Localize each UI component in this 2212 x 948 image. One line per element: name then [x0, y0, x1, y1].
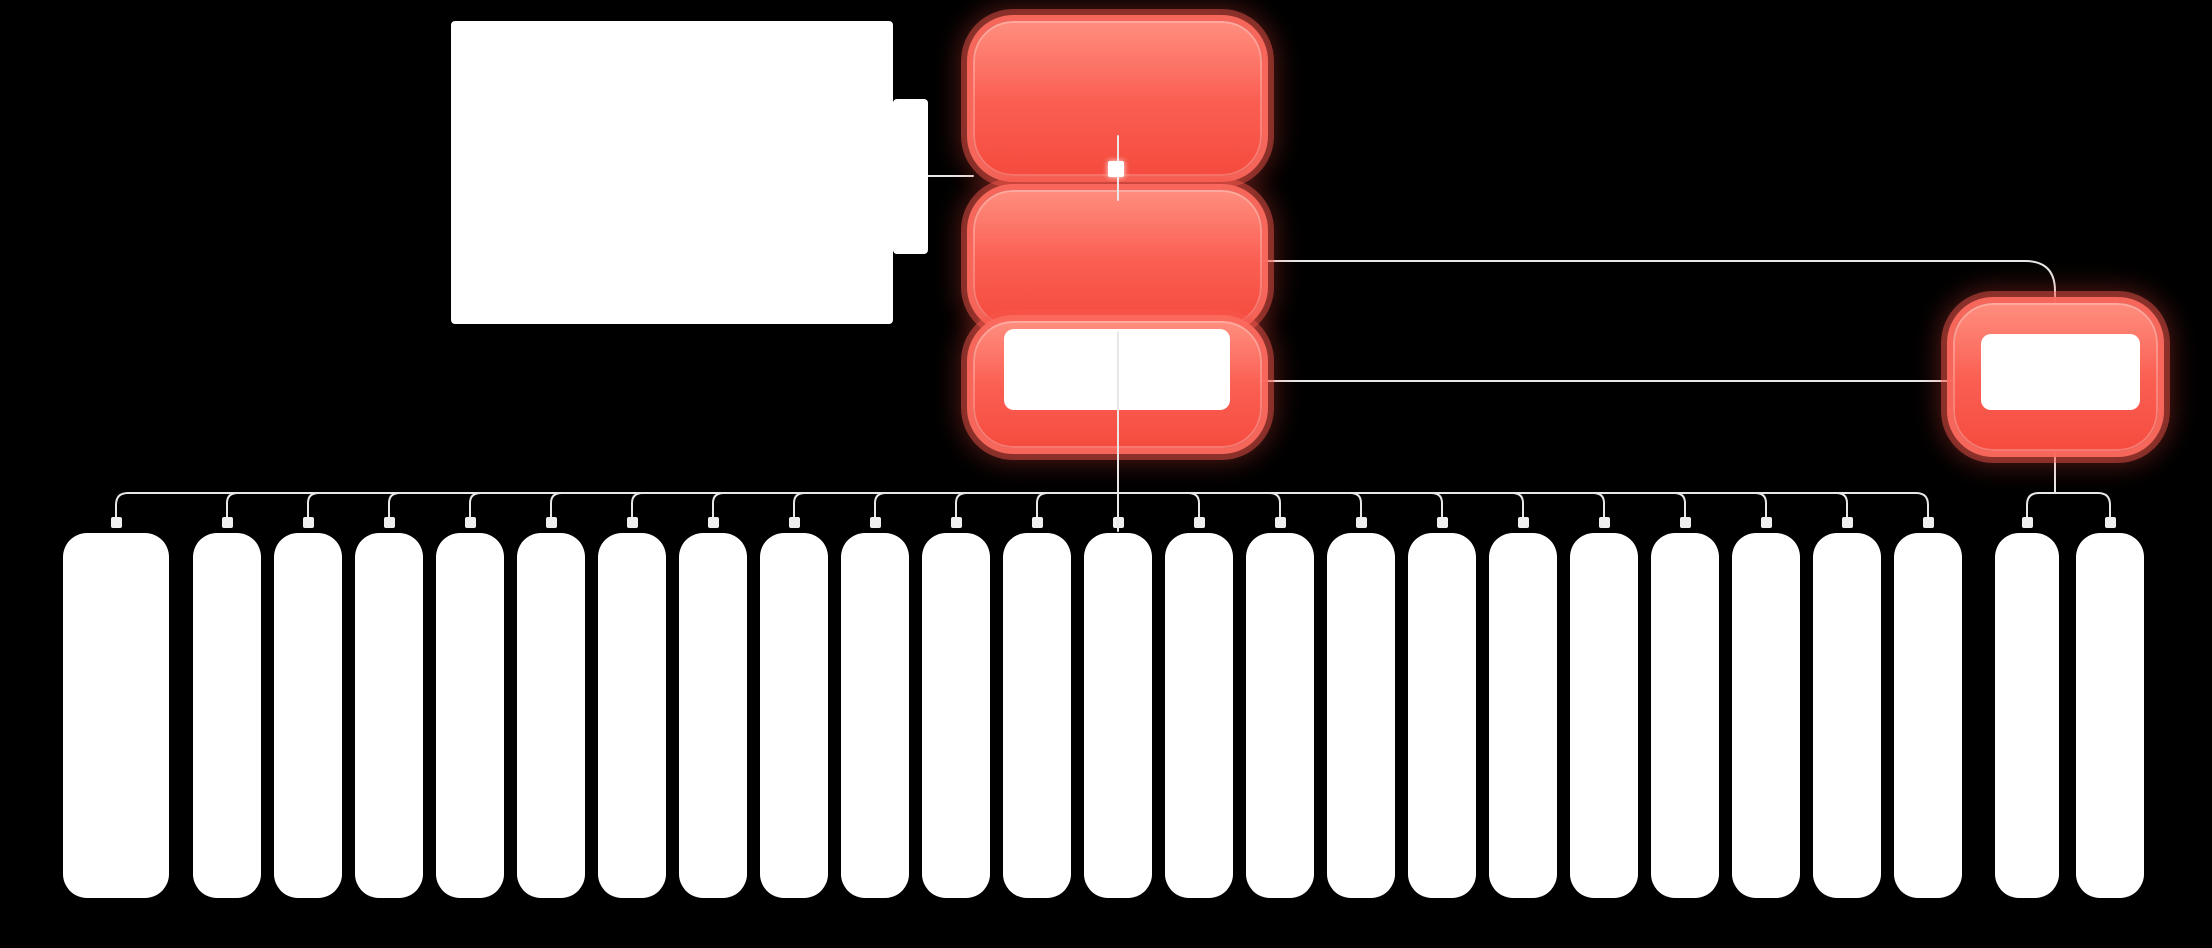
branch-anchor: [545, 516, 557, 528]
connector-line: [793, 492, 806, 519]
branch-anchor: [869, 516, 881, 528]
subtopic-node[interactable]: [598, 533, 666, 898]
subtopic-node[interactable]: [1813, 533, 1881, 898]
branch-anchor: [1922, 516, 1934, 528]
branch-anchor: [788, 516, 800, 528]
connector-line: [1754, 492, 1767, 519]
floating-panel[interactable]: [451, 21, 893, 324]
branch-anchor: [950, 516, 962, 528]
subtopic-node[interactable]: [1084, 533, 1152, 898]
branch-anchor: [1355, 516, 1367, 528]
connector-line: [226, 492, 239, 519]
topic-text-editor[interactable]: [1004, 329, 1230, 410]
branch-anchor: [2021, 516, 2033, 528]
subtopic-node[interactable]: [193, 533, 261, 898]
connector-line: [388, 492, 401, 519]
branch-anchor: [1436, 516, 1448, 528]
branch-anchor: [1274, 516, 1286, 528]
branch-anchor: [302, 516, 314, 528]
connector-line: [1349, 492, 1362, 519]
subtopic-node[interactable]: [922, 533, 990, 898]
connector-line: [1673, 492, 1686, 519]
connector-line: [115, 492, 1929, 519]
floating-topic-text-editor[interactable]: [1981, 334, 2140, 410]
connector-line: [1261, 260, 2056, 304]
connector-line: [307, 492, 320, 519]
subtopic-node[interactable]: [1003, 533, 1071, 898]
subtopic-node[interactable]: [1732, 533, 1800, 898]
branch-anchor: [110, 516, 122, 528]
branch-anchor: [1031, 516, 1043, 528]
subtopic-node[interactable]: [760, 533, 828, 898]
subtopic-node[interactable]: [517, 533, 585, 898]
branch-anchor: [1841, 516, 1853, 528]
connector-line: [712, 492, 725, 519]
branch-anchor: [626, 516, 638, 528]
central-topic-node[interactable]: [973, 21, 1262, 176]
branch-anchor: [1517, 516, 1529, 528]
connector-line: [1592, 492, 1605, 519]
connector-line: [1187, 492, 1200, 519]
connector-line: [631, 492, 644, 519]
subtopic-node[interactable]: [1165, 533, 1233, 898]
subtopic-node[interactable]: [679, 533, 747, 898]
connector-line: [874, 492, 887, 519]
connector-line: [955, 492, 968, 519]
subtopic-node[interactable]: [1246, 533, 1314, 898]
subtopic-node[interactable]: [1408, 533, 1476, 898]
connector-line: [550, 492, 563, 519]
subtopic-node[interactable]: [2076, 533, 2144, 898]
connector-line: [1835, 492, 1848, 519]
connection-handle[interactable]: [1108, 161, 1124, 177]
branch-anchor: [1112, 516, 1124, 528]
subtopic-node[interactable]: [1570, 533, 1638, 898]
subtopic-node[interactable]: [63, 533, 169, 898]
subtopic-node[interactable]: [1489, 533, 1557, 898]
branch-anchor: [383, 516, 395, 528]
connector-line: [1036, 492, 1049, 519]
connector-line: [469, 492, 482, 519]
branch-anchor: [1598, 516, 1610, 528]
main-topic-node[interactable]: [973, 190, 1262, 327]
subtopic-node[interactable]: [436, 533, 504, 898]
branch-anchor: [2104, 516, 2116, 528]
connector-line: [2026, 492, 2111, 519]
subtopic-node[interactable]: [1894, 533, 1962, 898]
connector-line: [1511, 492, 1524, 519]
branch-anchor: [221, 516, 233, 528]
branch-anchor: [1193, 516, 1205, 528]
subtopic-node[interactable]: [274, 533, 342, 898]
branch-anchor: [707, 516, 719, 528]
branch-anchor: [464, 516, 476, 528]
branch-anchor: [1679, 516, 1691, 528]
floating-panel-tab: [893, 99, 928, 254]
subtopic-node[interactable]: [841, 533, 909, 898]
subtopic-node[interactable]: [1995, 533, 2059, 898]
subtopic-node[interactable]: [1327, 533, 1395, 898]
subtopic-node[interactable]: [1651, 533, 1719, 898]
branch-anchor: [1760, 516, 1772, 528]
connector-line: [1430, 492, 1443, 519]
subtopic-node[interactable]: [355, 533, 423, 898]
connector-line: [1268, 492, 1281, 519]
